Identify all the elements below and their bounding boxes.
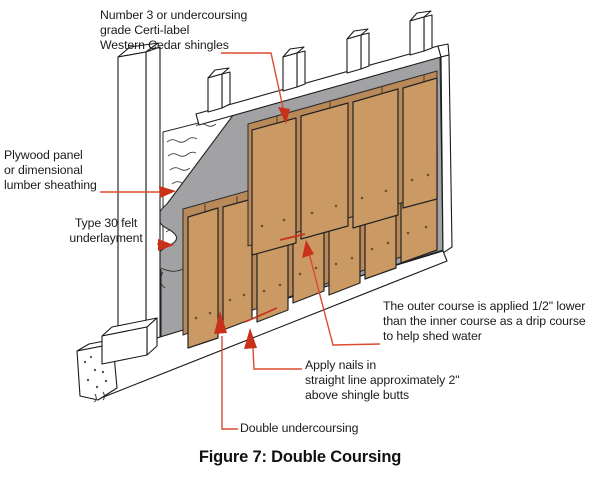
figure-caption: Figure 7: Double Coursing — [198, 448, 402, 466]
arrow-undercoursing — [214, 311, 227, 334]
leader-lines — [100, 52, 381, 430]
arrow-shingles — [278, 107, 290, 124]
arrow-felt — [158, 239, 174, 251]
bottom-plate-block — [101, 317, 158, 365]
leader-outer-course — [308, 252, 381, 346]
arrow-sheathing — [159, 186, 176, 198]
leader-shingles — [221, 52, 285, 113]
label-apply-nails: Apply nails in straight line approximate… — [305, 358, 460, 403]
wall-edge-strip — [440, 54, 453, 255]
leader-undercoursing — [221, 336, 238, 430]
label-double-undercoursing: Double undercoursing — [240, 421, 359, 435]
label-sheathing: Plywood panel or dimensional lumber shea… — [4, 148, 97, 193]
sill-end-grain — [83, 355, 108, 403]
leader-nails — [252, 347, 302, 370]
upper-outer-shingles — [251, 77, 438, 256]
arrow-nails — [244, 328, 257, 349]
wall-studs — [207, 10, 433, 113]
label-cedar-shingles: Number 3 or undercoursing grade Certi-la… — [100, 8, 248, 53]
leader-arrowheads — [158, 107, 314, 349]
nail-dots — [194, 173, 430, 320]
corner-stud — [117, 42, 161, 357]
label-felt-underlayment: Type 30 felt underlayment — [69, 216, 143, 246]
arrow-outer-course — [302, 240, 314, 258]
nail-line-marks — [244, 233, 306, 323]
label-outer-course: The outer course is applied 1/2" lower t… — [383, 299, 586, 344]
